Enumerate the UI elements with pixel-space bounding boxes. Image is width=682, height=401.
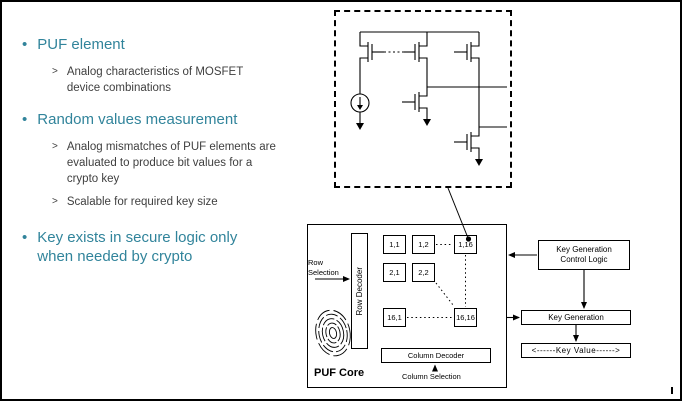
sub-bullet-mismatches: > Analog mismatches of PUF elements are … bbox=[52, 139, 282, 187]
sub-bullet-text: Analog mismatches of PUF elements are ev… bbox=[66, 141, 276, 186]
row-selection-label: Row Selection bbox=[308, 258, 339, 278]
puf-cell-16-1: 16,1 bbox=[383, 308, 406, 327]
bullet-marker: • bbox=[22, 111, 28, 128]
sub-bullet-marker: > bbox=[52, 66, 58, 77]
key-generation-box: Key Generation bbox=[521, 310, 631, 325]
puf-cell-16-16: 16,16 bbox=[454, 308, 477, 327]
sub-bullet-mosfet: > Analog characteristics of MOSFET devic… bbox=[52, 64, 263, 96]
corner-tick-artifact bbox=[671, 387, 673, 394]
bullet-marker: • bbox=[22, 229, 28, 246]
column-decoder-box: Column Decoder bbox=[381, 348, 491, 363]
key-value-box: <------Key Value------> bbox=[521, 343, 631, 358]
puf-cell-1-2: 1,2 bbox=[412, 235, 435, 254]
puf-core-label: PUF Core bbox=[314, 367, 365, 379]
sub-bullet-marker: > bbox=[52, 141, 58, 152]
puf-cell-1-1: 1,1 bbox=[383, 235, 406, 254]
puf-cell-2-2: 2,2 bbox=[412, 263, 435, 282]
puf-core-box bbox=[307, 224, 507, 388]
bullet-label: Random values measurement bbox=[37, 111, 238, 128]
puf-cell-2-1: 2,1 bbox=[383, 263, 406, 282]
bullet-item-secure-key: • Key exists in secure logic only when n… bbox=[22, 228, 275, 266]
sub-bullet-text: Scalable for required key size bbox=[66, 196, 218, 208]
sub-bullet-scalable: > Scalable for required key size bbox=[52, 194, 282, 210]
bullet-item-puf-element: • PUF element bbox=[22, 35, 287, 54]
bullet-marker: • bbox=[22, 36, 28, 53]
puf-cell-1-16: 1,16 bbox=[454, 235, 477, 254]
row-decoder-box: Row Decoder bbox=[351, 233, 368, 349]
bullet-label: Key exists in secure logic only when nee… bbox=[37, 229, 238, 266]
key-generation-control-logic-box: Key Generation Control Logic bbox=[538, 240, 630, 270]
sub-bullet-text: Analog characteristics of MOSFET device … bbox=[66, 66, 244, 95]
sub-bullet-marker: > bbox=[52, 196, 58, 207]
row-decoder-label: Row Decoder bbox=[355, 266, 364, 316]
bullet-label: PUF element bbox=[37, 36, 125, 53]
bullet-item-random-values: • Random values measurement bbox=[22, 110, 297, 129]
column-selection-label: Column Selection bbox=[402, 372, 461, 381]
schematic-frame bbox=[334, 10, 512, 188]
